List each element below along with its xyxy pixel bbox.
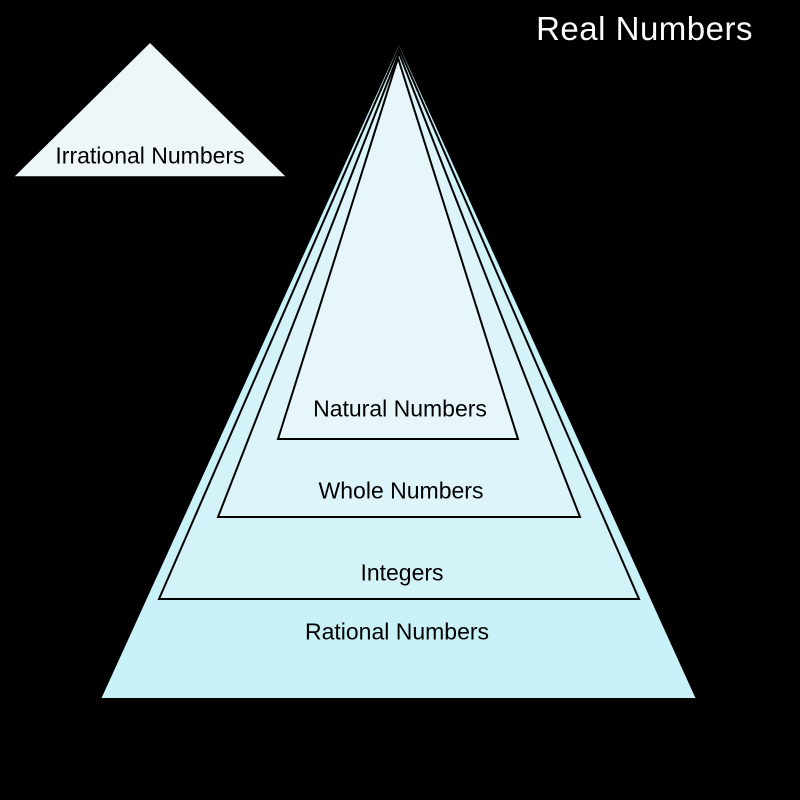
irrational-numbers-triangle — [11, 40, 289, 178]
natural-numbers-triangle — [276, 54, 520, 440]
diagram-title: Real Numbers — [536, 10, 753, 47]
